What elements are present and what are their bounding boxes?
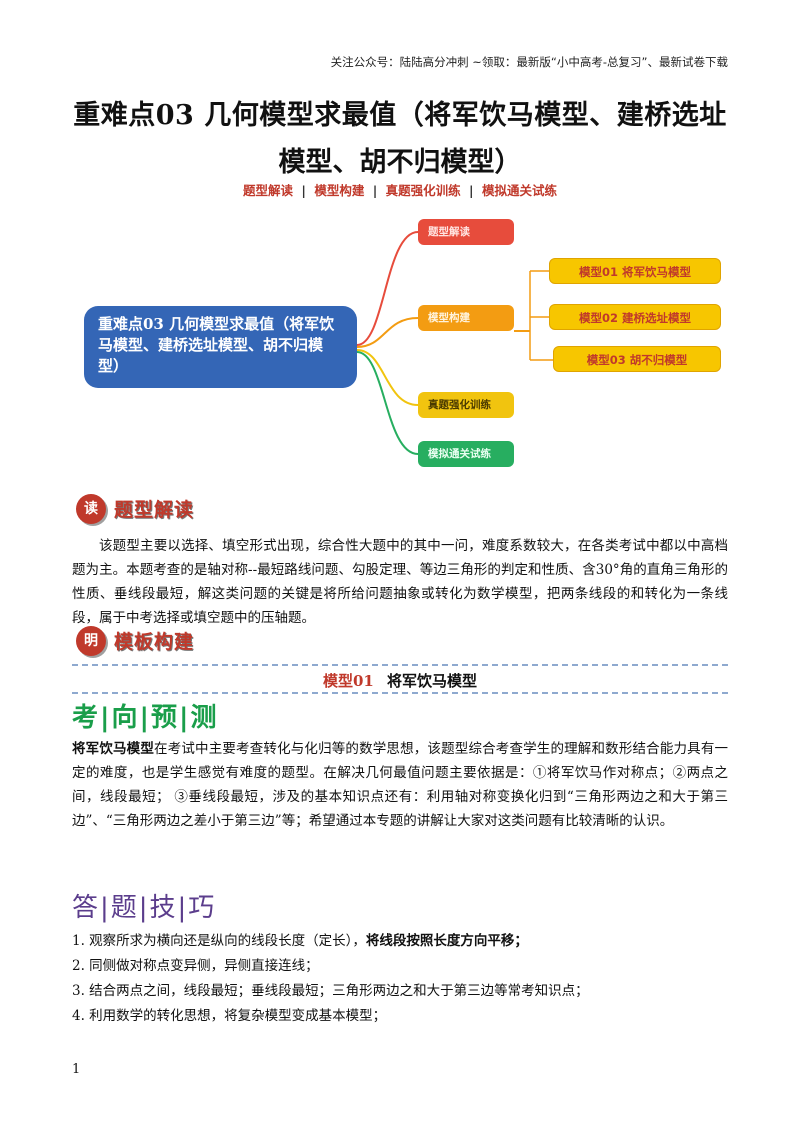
connector-green <box>356 351 419 455</box>
tip-text: 4. 利用数学的转化思想，将复杂模型变成基本模型； <box>72 1008 387 1024</box>
page-title-line2: 模型、胡不归模型） <box>278 147 522 178</box>
tip-text: 1. 观察所求为横向还是纵向的线段长度（定长）， <box>72 933 366 949</box>
subnav-separator: | <box>469 183 474 198</box>
model-number: 模型01 <box>322 672 374 690</box>
kaoxiang-bold: 将军饮马模型 <box>72 741 155 757</box>
mindmap-model-02[interactable]: 模型02 建桥选址模型 <box>549 304 721 330</box>
tip-item: 1. 观察所求为横向还是纵向的线段长度（定长），将线段按照长度方向平移； <box>72 931 728 951</box>
intro-paragraph: 该题型主要以选择、填空形式出现，综合性大题中的其中一问，难度系数较大，在各类考试… <box>72 538 728 626</box>
tip-text: 3. 结合两点之间，线段最短；垂线段最短；三角形两边之和大于第三边等常考知识点； <box>72 983 589 999</box>
connector-orange <box>356 317 419 348</box>
kaoxiang-heading: 考|向|预|测 <box>72 703 219 733</box>
tip-item: 2. 同侧做对称点变异侧，异侧直接连线； <box>72 956 728 976</box>
subnav-item-4[interactable]: 模拟通关试练 <box>481 183 557 198</box>
section-title-moban: 模板构建 <box>114 631 195 653</box>
section-badge-icon: 明 <box>76 626 106 656</box>
model-title: 模型01 将军饮马模型 <box>0 670 800 691</box>
connector-red <box>356 231 419 346</box>
tip-item: 4. 利用数学的转化思想，将复杂模型变成基本模型； <box>72 1006 728 1026</box>
mindmap-node-moxing[interactable]: 模型构建 <box>418 305 514 331</box>
mindmap-model-03[interactable]: 模型03 胡不归模型 <box>553 346 721 372</box>
tip-item: 3. 结合两点之间，线段最短；垂线段最短；三角形两边之和大于第三边等常考知识点； <box>72 981 728 1001</box>
model-name: 将军饮马模型 <box>387 672 478 690</box>
subnav-item-2[interactable]: 模型构建 <box>314 183 365 198</box>
subnav-separator: | <box>372 183 378 198</box>
section-title-tixing: 题型解读 <box>114 499 195 521</box>
mindmap-node-tixing[interactable]: 题型解读 <box>418 219 514 245</box>
section-badge-icon: 读 <box>76 494 106 524</box>
kaoxiang-paragraph: 将军饮马模型在考试中主要考查转化与化归等的数学思想，该题型综合考查学生的理解和数… <box>72 737 728 833</box>
tip-bold: 将线段按照长度方向平移； <box>365 933 528 949</box>
mindmap-connectors <box>356 231 553 455</box>
connector-yellow <box>356 349 419 406</box>
tip-text: 2. 同侧做对称点变异侧，异侧直接连线； <box>72 958 319 974</box>
subnav-item-3[interactable]: 真题强化训练 <box>385 183 461 198</box>
dati-heading: 答|题|技|巧 <box>72 893 217 923</box>
header-note: 关注公众号：陆陆高分冲刺 ~领取：最新版“小中高考-总复习”、最新试卷下载 <box>330 55 728 69</box>
divider-top <box>72 664 728 666</box>
subnav: 题型解读 | 模型构建 | 真题强化训练 | 模拟通关试练 <box>0 180 800 199</box>
subnav-item-1[interactable]: 题型解读 <box>243 183 294 198</box>
page-number: 1 <box>72 1062 81 1077</box>
mindmap-node-moni[interactable]: 模拟通关试练 <box>418 441 514 467</box>
mindmap-root: 重难点03 几何模型求最值（将军饮马模型、建桥选址模型、胡不归模型） <box>84 306 357 388</box>
page-title-line1: 重难点03 几何模型求最值（将军饮马模型、建桥选址 <box>73 100 727 131</box>
mindmap-node-zhenti[interactable]: 真题强化训练 <box>418 392 514 418</box>
subnav-separator: | <box>301 183 306 198</box>
kaoxiang-text: 在考试中主要考查转化与化归等的数学思想，该题型综合考查学生的理解和数形结合能力具… <box>72 741 729 829</box>
mindmap-model-01[interactable]: 模型01 将军饮马模型 <box>549 258 721 284</box>
divider-bottom <box>72 692 728 694</box>
